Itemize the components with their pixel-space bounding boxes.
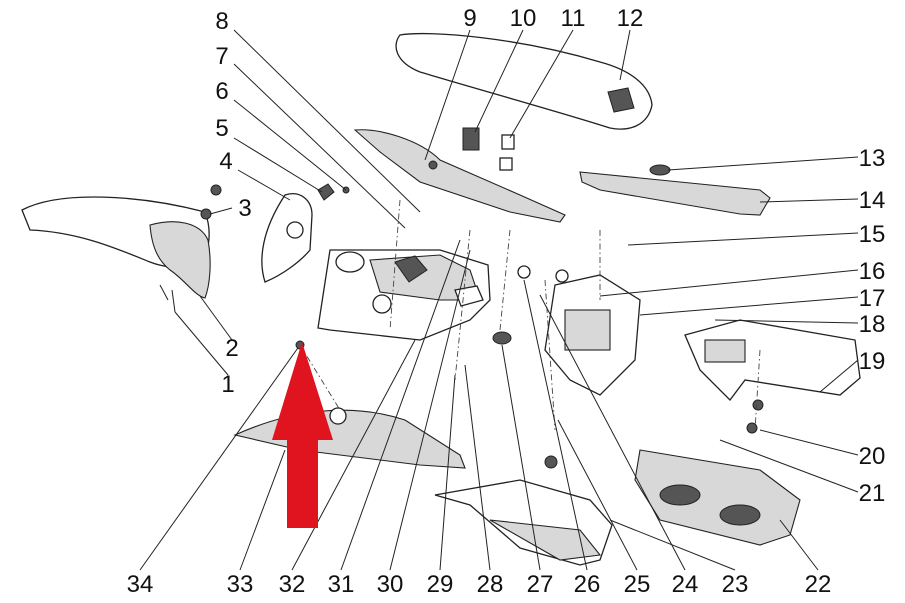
airbox-assembly bbox=[317, 249, 491, 341]
callout-27: 27 bbox=[527, 571, 554, 598]
side-cover-left bbox=[233, 407, 466, 469]
callout-13: 13 bbox=[859, 145, 886, 172]
callout-14: 14 bbox=[859, 187, 886, 214]
callout-29: 29 bbox=[427, 571, 454, 598]
callout-11: 11 bbox=[561, 5, 586, 32]
callout-2: 2 bbox=[225, 335, 238, 362]
number-plate bbox=[261, 183, 350, 283]
callout-10: 10 bbox=[510, 5, 537, 32]
callout-19: 19 bbox=[859, 348, 886, 375]
front-fender bbox=[21, 184, 222, 313]
callout-17: 17 bbox=[859, 285, 886, 312]
callout-labels: 1 2 3 4 5 6 7 8 9 10 11 12 13 14 15 16 1… bbox=[127, 5, 886, 598]
rear-fender bbox=[684, 319, 861, 434]
callout-5: 5 bbox=[215, 115, 228, 142]
callout-16: 16 bbox=[859, 258, 886, 285]
callout-30: 30 bbox=[377, 571, 404, 598]
callout-15: 15 bbox=[859, 221, 886, 248]
callout-1: 1 bbox=[221, 371, 234, 398]
red-arrow-indicator bbox=[272, 342, 333, 528]
callout-9: 9 bbox=[463, 5, 476, 32]
callout-24: 24 bbox=[672, 571, 699, 598]
seat-rail bbox=[579, 164, 771, 216]
callout-20: 20 bbox=[859, 443, 886, 470]
callout-33: 33 bbox=[227, 571, 254, 598]
callout-21: 21 bbox=[859, 480, 886, 507]
callout-4: 4 bbox=[219, 148, 232, 175]
callout-18: 18 bbox=[859, 311, 886, 338]
callout-28: 28 bbox=[477, 571, 504, 598]
leader-lines bbox=[139, 29, 859, 571]
callout-34: 34 bbox=[127, 571, 154, 598]
callout-22: 22 bbox=[805, 571, 832, 598]
callout-26: 26 bbox=[574, 571, 601, 598]
callout-31: 31 bbox=[328, 571, 355, 598]
callout-23: 23 bbox=[722, 571, 749, 598]
callout-32: 32 bbox=[279, 571, 306, 598]
callout-7: 7 bbox=[215, 43, 228, 70]
tail-light bbox=[634, 449, 801, 546]
callout-6: 6 bbox=[215, 78, 228, 105]
callout-12: 12 bbox=[617, 5, 644, 32]
seat bbox=[395, 32, 653, 171]
callout-8: 8 bbox=[215, 8, 228, 35]
side-cover-right bbox=[434, 331, 613, 566]
callout-25: 25 bbox=[624, 571, 651, 598]
callout-3: 3 bbox=[238, 195, 251, 222]
tail-bracket bbox=[517, 265, 641, 469]
tank-cover bbox=[353, 129, 566, 223]
